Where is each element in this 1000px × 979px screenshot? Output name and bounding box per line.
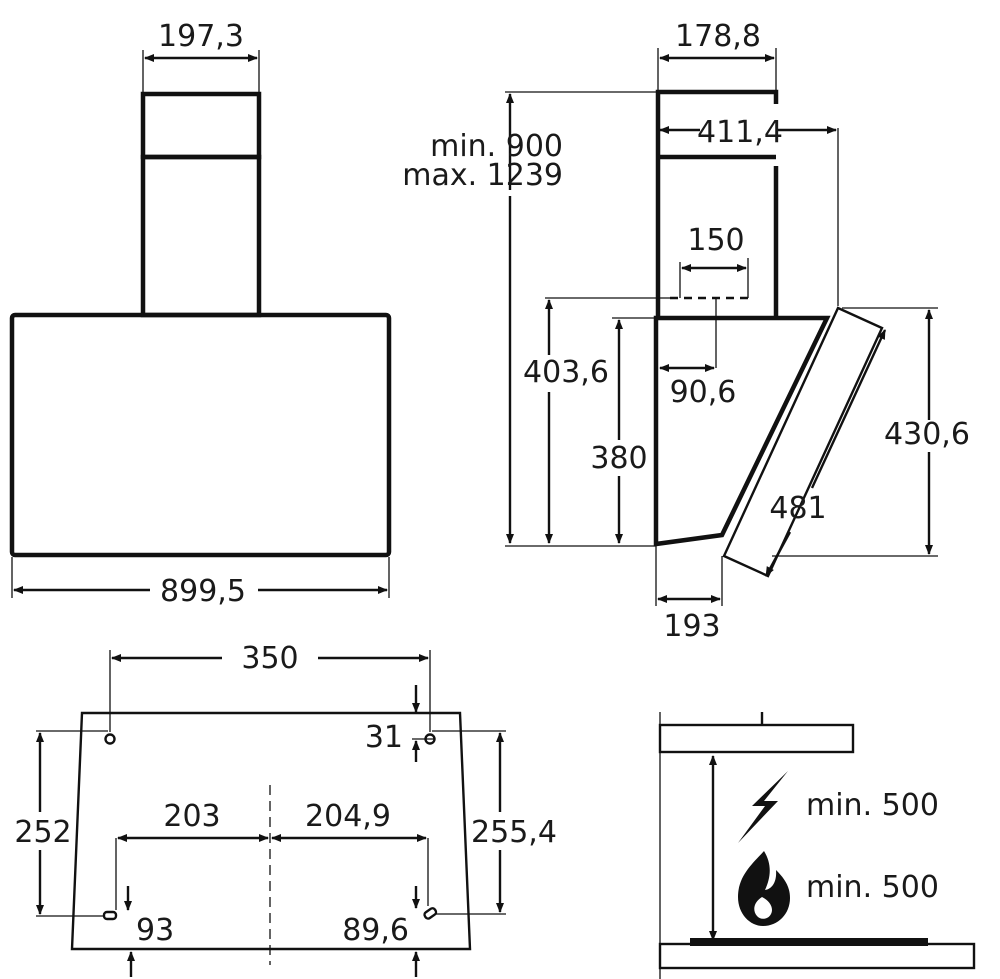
height-min-label: min. 900: [430, 129, 563, 164]
chimney-upper: [140, 91, 262, 160]
hole-bottom-right: [423, 907, 438, 920]
cooktop: [658, 942, 976, 970]
panel-length-dimension-top: [810, 329, 887, 489]
electric-clearance-label: min. 500: [806, 788, 939, 823]
overall-depth-label: 411,4: [697, 115, 783, 150]
front-view: 197,3 899,5: [9, 19, 392, 609]
hood-bottom-edge: [658, 723, 855, 754]
side-hood-body: [653, 315, 831, 547]
lightning-bolt-icon: [738, 771, 788, 843]
panel-length-dimension-bottom: [764, 531, 792, 577]
chimney-lower: [140, 154, 262, 318]
hood-width-label: 899,5: [160, 574, 246, 609]
back-height-label: 380: [590, 441, 647, 476]
hole-top-right: [424, 650, 436, 745]
bottom-depth-label: 193: [663, 609, 720, 644]
height-max-label: max. 1239: [402, 158, 563, 193]
bracket-spacing-label: 350: [241, 641, 298, 676]
left-height-label: 252: [14, 815, 71, 850]
left-bottom-label: 93: [136, 913, 174, 948]
left-half-label: 203: [163, 799, 220, 834]
flame-icon: [738, 851, 790, 926]
hood-body: [9, 312, 392, 558]
top-offset-label: 31: [365, 720, 403, 755]
right-bottom-label: 89,6: [342, 913, 409, 948]
panel-height-label: 430,6: [884, 417, 970, 452]
mounting-template-outline: [70, 711, 472, 951]
hole-top-left: [104, 650, 116, 745]
gas-clearance-label: min. 500: [806, 870, 939, 905]
side-chimney-outer: [655, 89, 779, 318]
hole-bottom-left: [102, 910, 118, 921]
side-view: 178,8 min. 900 max. 1239 411,4 150 403,6…: [402, 19, 970, 644]
right-height-label: 255,4: [471, 815, 557, 850]
body-height-label: 403,6: [523, 355, 609, 390]
mounting-view: 350 31 252 255,4 203 204,9 93 89,6: [14, 641, 557, 977]
chimney-depth-label: 178,8: [675, 19, 761, 54]
right-half-label: 204,9: [305, 799, 391, 834]
side-glass-panel: [722, 306, 884, 578]
panel-length-label: 481: [769, 491, 826, 526]
chimney-width-label: 197,3: [158, 19, 244, 54]
outlet-offset-label: 90,6: [670, 375, 737, 410]
clearance-view: min. 500 min. 500: [658, 712, 976, 979]
outlet-diameter-label: 150: [687, 223, 744, 258]
